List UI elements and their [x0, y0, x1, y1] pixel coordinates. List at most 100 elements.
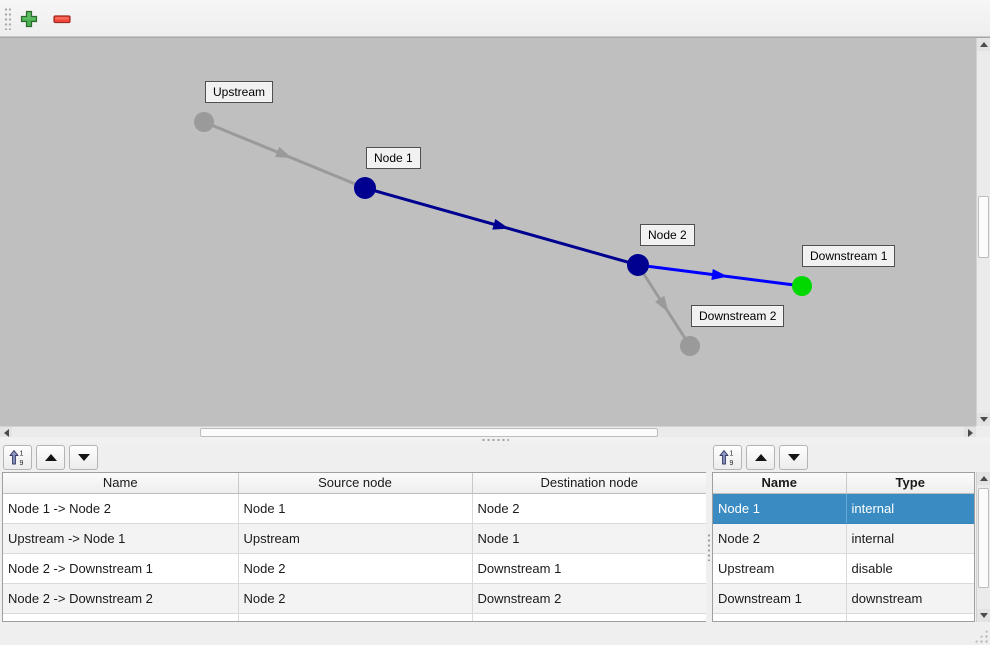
scrollbar-corner: [976, 426, 990, 438]
cell-destination-node[interactable]: Node 2: [472, 493, 706, 524]
add-icon: [20, 10, 38, 28]
remove-icon: [53, 15, 71, 24]
column-header-name[interactable]: Name: [713, 473, 847, 494]
column-header-name[interactable]: Name: [3, 473, 239, 494]
move-up-icon: [44, 454, 57, 461]
graph-node-node-2[interactable]: [627, 254, 649, 276]
remove-button[interactable]: [50, 7, 74, 31]
cell-type[interactable]: internal: [846, 523, 974, 554]
node-label-downstream-2[interactable]: Downstream 2: [691, 305, 785, 327]
toolbar-drag-handle[interactable]: [4, 7, 11, 30]
node-label-node-1[interactable]: Node 1: [366, 147, 421, 169]
edges-table: Name Source node Destination node Node 1…: [2, 472, 707, 622]
edge-arrow-icon: [711, 269, 728, 280]
column-header-destination-node[interactable]: Destination node: [472, 473, 706, 494]
canvas-horizontal-scrollbar[interactable]: [0, 426, 976, 438]
node-label-upstream[interactable]: Upstream: [205, 81, 274, 103]
node-label-node-2[interactable]: Node 2: [640, 224, 695, 246]
cell-name[interactable]: Node 2 -> Downstream 1: [3, 553, 239, 584]
cell-type[interactable]: disable: [846, 553, 974, 584]
scroll-up-button[interactable]: [977, 472, 990, 485]
move-down-icon: [787, 454, 800, 461]
edges-table-header: Name Source node Destination node: [3, 473, 706, 494]
edge-arrow-icon: [655, 295, 669, 313]
graph-node-downstream-2[interactable]: [680, 336, 700, 356]
vertical-scroll-thumb[interactable]: [978, 196, 989, 258]
nodes-table-scrollbar[interactable]: [976, 472, 990, 622]
cell-type[interactable]: downstream: [846, 583, 974, 614]
scroll-down-icon: [979, 417, 988, 422]
vertical-scroll-thumb[interactable]: [978, 488, 989, 588]
cell-destination-node[interactable]: Node 1: [472, 523, 706, 554]
empty-row: [3, 613, 706, 621]
cell-name[interactable]: Upstream: [713, 553, 847, 584]
cell-name[interactable]: Node 2: [713, 523, 847, 554]
graph-node-node-1[interactable]: [354, 177, 376, 199]
cell-destination-node[interactable]: Downstream 2: [472, 583, 706, 614]
nodes-sort-button[interactable]: 1 9: [713, 445, 742, 470]
cell-source-node[interactable]: Node 2: [238, 583, 473, 614]
cell-name[interactable]: Node 1 -> Node 2: [3, 493, 239, 524]
svg-text:9: 9: [730, 460, 734, 466]
cell-source-node[interactable]: Node 2: [238, 553, 473, 584]
nodes-move-down-button[interactable]: [779, 445, 808, 470]
graph-node-downstream-1[interactable]: [792, 276, 812, 296]
column-header-source-node[interactable]: Source node: [238, 473, 473, 494]
bottom-panel: 1 9 1 9 Name Source node: [0, 443, 990, 645]
scroll-down-button[interactable]: [977, 609, 990, 622]
cell-type[interactable]: internal: [846, 493, 974, 524]
cell-name[interactable]: Upstream -> Node 1: [3, 523, 239, 554]
scroll-up-icon: [979, 476, 988, 481]
splitter-handle-icon: [481, 438, 509, 442]
scroll-up-icon: [979, 42, 988, 47]
column-header-type[interactable]: Type: [846, 473, 974, 494]
edges-sort-button[interactable]: 1 9: [3, 445, 32, 470]
nodes-move-up-button[interactable]: [746, 445, 775, 470]
window-resize-grip[interactable]: [974, 629, 988, 643]
scroll-up-button[interactable]: [977, 38, 990, 51]
node-label-downstream-1[interactable]: Downstream 1: [802, 245, 896, 267]
horizontal-scroll-thumb[interactable]: [200, 428, 658, 437]
vertical-splitter[interactable]: [706, 472, 712, 622]
sort-ascending-icon: 1 9: [719, 450, 734, 466]
svg-text:1: 1: [20, 451, 24, 458]
scroll-right-icon: [967, 428, 973, 437]
main-toolbar: [0, 0, 990, 37]
empty-row: [713, 613, 974, 621]
cell-source-node[interactable]: Upstream: [238, 523, 473, 554]
canvas-vertical-scrollbar[interactable]: [976, 38, 990, 426]
edges-move-down-button[interactable]: [69, 445, 98, 470]
svg-text:9: 9: [20, 460, 24, 466]
cell-name[interactable]: Node 1: [713, 493, 847, 524]
cell-source-node[interactable]: Node 1: [238, 493, 473, 524]
edge-arrow-icon: [492, 219, 510, 230]
scroll-right-button[interactable]: [964, 427, 976, 438]
sort-ascending-icon: 1 9: [9, 450, 24, 466]
edges-move-up-button[interactable]: [36, 445, 65, 470]
scroll-down-button[interactable]: [977, 413, 990, 426]
move-down-icon: [77, 454, 90, 461]
horizontal-splitter[interactable]: [0, 437, 990, 443]
graph-node-upstream[interactable]: [194, 112, 214, 132]
edge-arrow-icon: [275, 146, 292, 159]
nodes-table-header: Name Type: [713, 473, 974, 494]
cell-destination-node[interactable]: Downstream 1: [472, 553, 706, 584]
scroll-left-button[interactable]: [0, 427, 12, 438]
scroll-down-icon: [979, 613, 988, 618]
scroll-left-icon: [3, 428, 9, 437]
cell-name[interactable]: Node 2 -> Downstream 2: [3, 583, 239, 614]
add-button[interactable]: [17, 7, 41, 31]
cell-name[interactable]: Downstream 1: [713, 583, 847, 614]
